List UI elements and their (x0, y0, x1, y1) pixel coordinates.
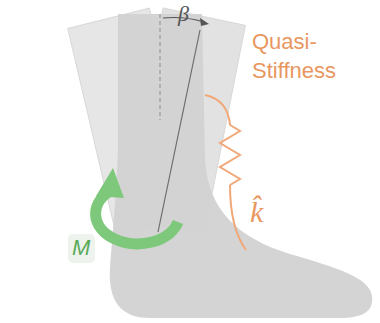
foot-silhouette (110, 14, 372, 318)
moment-label-box: M (68, 234, 95, 263)
node-text: M (72, 236, 91, 260)
stiffness-symbol: k̂ (250, 192, 263, 231)
spring-coil (220, 125, 240, 185)
moment-arrowhead (96, 168, 124, 198)
moment-arc (96, 190, 178, 244)
vertical-reference-line (159, 14, 160, 120)
spring-symbol (205, 95, 246, 250)
spring-lower-arc (230, 185, 246, 250)
shank-axis-line (158, 30, 200, 232)
moment-arrow (96, 168, 178, 244)
beta-arrowhead (200, 18, 209, 26)
stiffness-label: Quasi-Stiffness (252, 28, 364, 85)
angle-label: β (178, 0, 189, 29)
spring-upper-arc (205, 95, 230, 125)
